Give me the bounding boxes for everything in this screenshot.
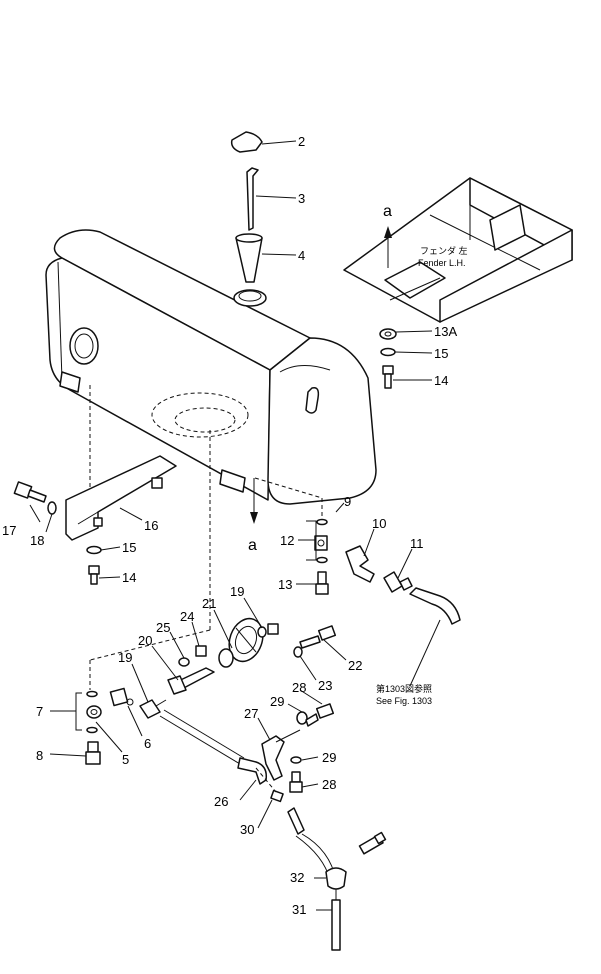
callout-14-right: 14 xyxy=(434,373,448,388)
o-ring-7-bottom xyxy=(86,726,98,734)
callout-29-bottom: 29 xyxy=(322,750,336,765)
cover-21 xyxy=(228,617,264,663)
callout-14-left: 14 xyxy=(122,570,136,585)
callout-9: 9 xyxy=(344,494,351,509)
arrow-a-top: a xyxy=(383,203,392,268)
clamp-32 xyxy=(325,867,347,890)
callout-32: 32 xyxy=(290,870,304,885)
bolt-14-right xyxy=(382,365,394,389)
callout-19-bottom: 19 xyxy=(118,650,132,665)
fender-lh xyxy=(343,177,573,323)
callout-28-top: 28 xyxy=(292,680,306,695)
union-5 xyxy=(86,705,102,719)
bracket-27 xyxy=(261,729,301,781)
callout-29-top: 29 xyxy=(270,694,284,709)
callout-19-top: 19 xyxy=(230,584,244,599)
callout-31: 31 xyxy=(292,902,306,917)
washer-29-bottom xyxy=(290,756,302,764)
valve-19 xyxy=(139,699,167,719)
nut-24 xyxy=(195,645,207,657)
plug-30 xyxy=(270,789,284,803)
callout-11: 11 xyxy=(410,536,424,551)
elbow-26 xyxy=(237,757,268,785)
callout-3: 3 xyxy=(298,191,305,206)
fender-label-en: Fender L.H. xyxy=(418,258,466,268)
nut-19-top xyxy=(267,623,279,635)
o-ring-7-top xyxy=(86,690,98,698)
block-6 xyxy=(109,687,134,707)
hose-to-1303 xyxy=(409,587,461,625)
adapter-11 xyxy=(383,571,413,593)
filler-cap xyxy=(230,131,263,153)
callout-27: 27 xyxy=(244,706,258,721)
bolt-28-top xyxy=(305,703,335,727)
callout-17: 17 xyxy=(2,523,16,538)
see-fig-jp: 第1303図参照 xyxy=(376,683,432,694)
washer-18 xyxy=(47,501,57,515)
bracket xyxy=(65,455,177,541)
callout-23: 23 xyxy=(318,678,332,693)
pin xyxy=(358,831,387,855)
callout-12: 12 xyxy=(280,533,294,548)
elbow-10 xyxy=(345,545,375,583)
bolt-22 xyxy=(299,625,337,649)
callout-10: 10 xyxy=(372,516,386,531)
washer-29-top xyxy=(296,711,308,725)
lever-20 xyxy=(167,667,215,695)
bolt-13 xyxy=(315,571,329,595)
callout-28-bottom: 28 xyxy=(322,777,336,792)
fender-label: フェンダ 左 Fender L.H. xyxy=(418,245,468,268)
see-fig-en: See Fig. 1303 xyxy=(376,696,432,706)
callout-26: 26 xyxy=(214,794,228,809)
callout-30: 30 xyxy=(240,822,254,837)
o-ring-12-bottom xyxy=(316,556,328,564)
callout-2: 2 xyxy=(298,134,305,149)
leader-lines xyxy=(29,140,441,911)
callouts: 2 3 4 13A 15 14 9 10 11 12 13 17 18 16 1… xyxy=(2,134,457,917)
bolt-8 xyxy=(85,741,101,765)
callout-6: 6 xyxy=(144,736,151,751)
washer-15-right xyxy=(380,347,396,357)
washer-25 xyxy=(178,657,190,667)
strainer xyxy=(235,233,263,283)
callout-25: 25 xyxy=(156,620,170,635)
elbow-9 xyxy=(314,535,328,551)
callout-13: 13 xyxy=(278,577,292,592)
callout-22: 22 xyxy=(348,658,362,673)
bolt-28-bottom xyxy=(289,771,303,793)
callout-4: 4 xyxy=(298,248,305,263)
drain-hose-31 xyxy=(287,807,341,951)
callout-8: 8 xyxy=(36,748,43,763)
washer-13a xyxy=(379,328,397,340)
see-fig-note: 第1303図参照 See Fig. 1303 xyxy=(376,683,432,706)
washer-23 xyxy=(293,646,303,658)
callout-20: 20 xyxy=(138,633,152,648)
arrow-a-bottom-label: a xyxy=(248,537,257,554)
callout-13a: 13A xyxy=(434,324,457,339)
callout-15-right: 15 xyxy=(434,346,448,361)
callout-18: 18 xyxy=(30,533,44,548)
callout-16: 16 xyxy=(144,518,158,533)
bolt-14-left xyxy=(88,565,100,585)
fuel-tank xyxy=(45,229,377,505)
bolt-17 xyxy=(13,481,47,503)
callout-15-left: 15 xyxy=(122,540,136,555)
callout-24: 24 xyxy=(180,609,194,624)
arrow-a-bottom: a xyxy=(248,478,258,554)
washer-15-left xyxy=(86,545,102,555)
callout-21: 21 xyxy=(202,596,216,611)
callout-5: 5 xyxy=(122,752,129,767)
o-ring-12-top xyxy=(316,518,328,526)
gasket-21 xyxy=(218,648,234,668)
arrow-a-top-label: a xyxy=(383,203,392,220)
washer-19-top xyxy=(257,626,267,638)
level-gauge xyxy=(246,167,259,231)
callout-7: 7 xyxy=(36,704,43,719)
fender-label-jp: フェンダ 左 xyxy=(420,245,468,256)
